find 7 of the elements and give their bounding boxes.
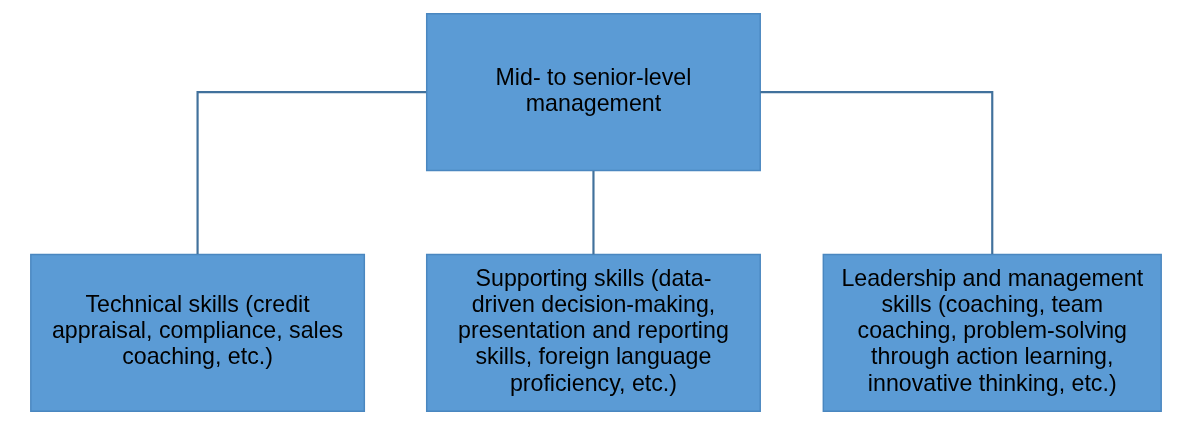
node-box: Technical skills (credit appraisal, compliance, sales coaching, etc.) bbox=[29, 253, 365, 412]
connector bbox=[196, 91, 426, 255]
node-box: Mid- to senior-level management bbox=[425, 13, 761, 172]
connector bbox=[759, 91, 993, 255]
node-box: Supporting skills (data-driven decision-making, presentation and reporting skills, foreign language proficiency, etc.) bbox=[425, 253, 761, 412]
node-box: Leadership and management skills (coaching, team coaching, problem-solving through action learning, innovative thinking, etc.) bbox=[822, 253, 1162, 412]
connector bbox=[591, 170, 595, 255]
